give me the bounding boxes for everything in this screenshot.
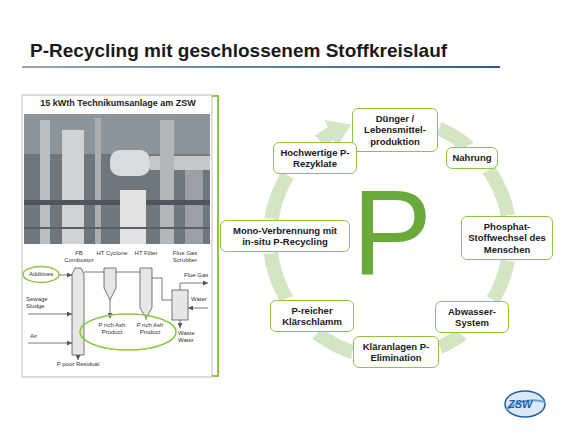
center-letter: P [352, 172, 432, 292]
panel-bracket [212, 96, 218, 376]
highlight-ring [80, 314, 176, 350]
platform [24, 200, 210, 205]
vessel [62, 130, 84, 244]
stream-name: Sewage Sludge [26, 296, 56, 310]
cycle-ring [271, 254, 286, 299]
additive-line [59, 275, 72, 276]
pipe [95, 118, 101, 244]
cycle-ring [489, 170, 508, 215]
cycle-ring [439, 129, 467, 147]
pipe [116, 272, 140, 273]
box-text: P-reicher Klärschlamm [276, 305, 348, 328]
water-line [188, 308, 208, 309]
box-text: Nahrung [452, 152, 491, 163]
cycle-arc [440, 335, 461, 348]
cycle-ring [440, 335, 461, 348]
stream-name: Flue Gas [184, 272, 208, 279]
slide-title: P-Recycling mit geschlossenem Stoffkreis… [30, 40, 447, 62]
part-name: HT Cyclone [96, 250, 128, 257]
ash-line [146, 318, 147, 320]
cycle-box: Nahrung [446, 147, 497, 168]
flue-gas-line [180, 283, 208, 290]
product-name: P rich Ash Product [96, 322, 128, 336]
logo-text: ZSW [508, 398, 532, 411]
air-line [28, 343, 72, 344]
box-text: Kläranlagen P-Elimination [359, 341, 433, 364]
filter [120, 190, 146, 244]
product-name: P poor Residual [50, 361, 106, 368]
cycle-ring [272, 176, 288, 219]
sludge-line [28, 314, 72, 315]
filter [140, 268, 152, 318]
waste-water-line [180, 320, 181, 328]
zsw-logo [505, 391, 545, 417]
residual-line [78, 355, 79, 360]
cycle-ring [320, 134, 331, 141]
stream-name: Water [191, 296, 207, 303]
photo-ceiling [24, 114, 210, 154]
cycle-box: Abwasser- System [435, 301, 509, 334]
cycle-box: Mono-Verbrennung mit in-situ P-Recycling [220, 220, 350, 253]
cycle-box: Dünger / Lebensmittel- produktion [352, 108, 438, 152]
pipe [84, 272, 104, 273]
panel-heading: 15 kWth Technikumsanlage am ZSW [24, 98, 212, 109]
box-text: Hochwertige P-Rezyklate [279, 147, 351, 170]
cycle-arc [489, 170, 508, 215]
cycle-arc [271, 254, 286, 299]
stream-name: Waste Water [178, 330, 208, 344]
cycle-arc [317, 333, 352, 351]
pipe [40, 120, 50, 244]
box-text: Dünger / Lebensmittel- produktion [358, 113, 432, 147]
combustor [72, 268, 84, 355]
cycle-arc [493, 261, 508, 300]
part-name: Flue Gas Scrubber [166, 250, 204, 264]
railing [24, 227, 210, 229]
pipe [150, 156, 210, 170]
cycle-arc [439, 129, 467, 147]
scrubber [172, 290, 188, 320]
cyclone [104, 268, 116, 300]
pipe [152, 278, 172, 300]
cycle-box: Kläranlagen P-Elimination [353, 336, 439, 369]
product-name: P rich Ash Product [134, 322, 166, 336]
part-name: FB Combustor [60, 250, 98, 264]
cycle-box: Hochwertige P-Rezyklate [273, 142, 357, 175]
vessel [185, 170, 203, 244]
process-schematic [28, 268, 208, 360]
stream-name: Air [30, 333, 37, 340]
title-rule [22, 66, 500, 68]
cycle-box: Phosphat- Stoffwechsel des Menschen [461, 216, 553, 260]
cycle-arc [272, 176, 288, 219]
stream-name: Additives [29, 271, 53, 278]
pipe [110, 150, 150, 176]
cycle-ring [317, 333, 352, 351]
logo-swoosh [505, 391, 545, 417]
box-text: Abwasser- System [441, 306, 503, 329]
photo-panel [22, 95, 212, 377]
cycle-box: P-reicher Klärschlamm [270, 300, 354, 333]
part-name: HT Filter [130, 250, 162, 257]
box-text: Mono-Verbrennung mit in-situ P-Recycling [226, 225, 344, 248]
box-text: Phosphat- Stoffwechsel des Menschen [467, 221, 547, 255]
pipe [160, 120, 174, 244]
plant-photo [24, 114, 210, 244]
cycle-ring [493, 261, 508, 300]
photo-ground [24, 114, 210, 244]
highlight-ring [23, 267, 59, 283]
